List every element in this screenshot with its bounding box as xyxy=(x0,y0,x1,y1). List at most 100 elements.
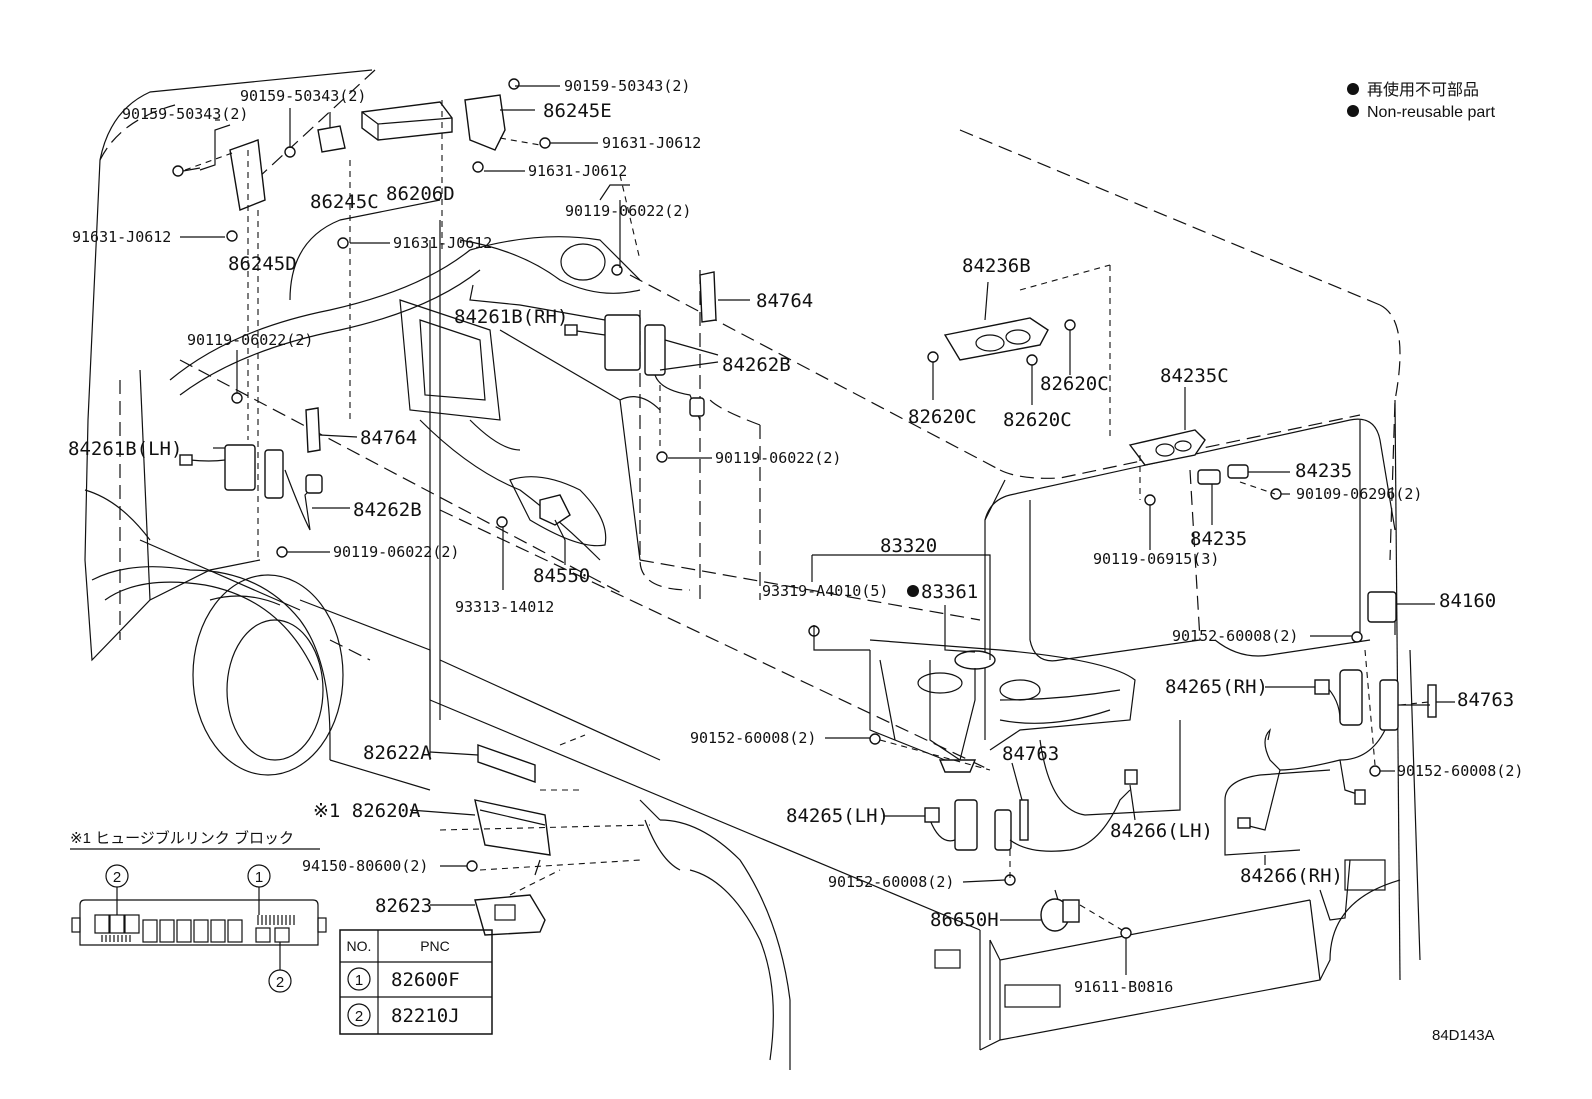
pnc-table-header-pnc: PNC xyxy=(420,938,450,954)
label-90119-06915: 90119-06915(3) xyxy=(1093,550,1219,568)
label-84235c: 84235C xyxy=(1160,365,1229,387)
label-84261b-rh: 84261B(RH) xyxy=(454,306,568,328)
label-93319-a4010: 93319-A4010(5) xyxy=(762,582,888,600)
label-91631-j0612-b: 91631-J0612 xyxy=(528,162,627,180)
label-90119-06022-left: 90119-06022(2) xyxy=(187,331,313,349)
label-90152-60008-upper-right: 90152-60008(2) xyxy=(1172,627,1298,645)
pnc-table-row-1-no: 1 xyxy=(355,972,363,989)
connector-84265-lh[interactable] xyxy=(954,799,978,851)
label-84160: 84160 xyxy=(1439,590,1496,612)
label-84262b-lh: 84262B xyxy=(353,499,422,521)
connector-84265-rh[interactable] xyxy=(1339,669,1363,726)
label-83361: 83361 xyxy=(921,581,978,603)
handle-84764-upper[interactable] xyxy=(699,271,717,323)
label-90119-06022-top: 90119-06022(2) xyxy=(565,202,691,220)
label-91611-b0816: 91611-B0816 xyxy=(1074,978,1173,996)
switch-84261b-rh[interactable] xyxy=(604,314,641,371)
label-82620c-left: 82620C xyxy=(908,406,977,428)
label-84266-rh: 84266(RH) xyxy=(1240,865,1343,887)
parts-layer xyxy=(172,78,1437,939)
pnc-table-header-no: NO. xyxy=(347,938,372,954)
label-90152-60008-right: 90152-60008(2) xyxy=(1397,762,1523,780)
fuse-marker-2-top-text: 2 xyxy=(113,869,121,886)
label-90152-60008-bottom: 90152-60008(2) xyxy=(828,873,954,891)
label-90152-60008-left: 90152-60008(2) xyxy=(690,729,816,747)
pnc-table: NO. PNC 1 82600F 2 82210J xyxy=(339,929,493,1035)
handle-84764-lower[interactable] xyxy=(305,407,321,453)
label-84763-left: 84763 xyxy=(1002,743,1059,765)
pnc-table-row-1-pnc: 82600F xyxy=(391,969,460,991)
label-86245d: 86245D xyxy=(228,253,297,275)
bracket-86245c[interactable] xyxy=(317,125,346,153)
label-82620a: ※1 82620A xyxy=(313,800,421,822)
switch-84550[interactable] xyxy=(539,494,571,526)
label-84266-lh: 84266(LH) xyxy=(1110,820,1213,842)
label-84265-lh: 84265(LH) xyxy=(786,805,889,827)
fuse-block-inset: ※1 ヒュージブルリンク ブロック 2 1 2 xyxy=(70,829,327,993)
label-91631-j0612-d: 91631-J0612 xyxy=(393,234,492,252)
label-94150-80600: 94150-80600(2) xyxy=(302,857,428,875)
lamp-84236b[interactable] xyxy=(943,317,1049,361)
gauge-83361[interactable] xyxy=(954,650,996,670)
part-labels: 90159-50343(2) 90159-50343(2) 90159-5034… xyxy=(68,77,1523,996)
leader-lines xyxy=(180,85,1455,975)
label-86245e: 86245E xyxy=(543,100,612,122)
switch-84262b-lh[interactable] xyxy=(264,449,284,499)
switch-84160[interactable] xyxy=(1367,591,1397,623)
bracket-86245e[interactable] xyxy=(464,94,506,151)
label-90159-50343-top-right: 90159-50343(2) xyxy=(564,77,690,95)
label-82622a: 82622A xyxy=(363,742,432,764)
label-84235-lower: 84235 xyxy=(1190,528,1247,550)
label-90159-50343-top-mid: 90159-50343(2) xyxy=(240,87,366,105)
label-84764-lower: 84764 xyxy=(360,427,417,449)
legend-bullet-1 xyxy=(1347,83,1359,95)
label-90109-06296: 90109-06296(2) xyxy=(1296,485,1422,503)
block-82620a[interactable] xyxy=(474,799,551,856)
label-90159-50343-left: 90159-50343(2) xyxy=(122,105,248,123)
label-84262b-rh: 84262B xyxy=(722,354,791,376)
legend-line-en: Non-reusable part xyxy=(1367,104,1496,121)
non-reusable-marker xyxy=(907,585,919,597)
label-84764-upper: 84764 xyxy=(756,290,813,312)
label-83320: 83320 xyxy=(880,535,937,557)
label-84265-rh: 84265(RH) xyxy=(1165,676,1268,698)
legend-bullet-2 xyxy=(1347,105,1359,117)
label-84550: 84550 xyxy=(533,565,590,587)
fuse-block-title: ※1 ヒュージブルリンク ブロック xyxy=(70,829,294,847)
lamp-84235c[interactable] xyxy=(1128,429,1206,466)
fuse-marker-2-bottom-text: 2 xyxy=(276,974,284,991)
label-90119-06022-mid: 90119-06022(2) xyxy=(715,449,841,467)
socket-84235-b[interactable] xyxy=(1227,464,1249,479)
lens-84763-rh[interactable] xyxy=(1427,684,1437,718)
label-86245c: 86245C xyxy=(310,191,379,213)
cover-82622a[interactable] xyxy=(477,744,536,783)
label-91631-j0612-c: 91631-J0612 xyxy=(72,228,171,246)
label-82623: 82623 xyxy=(375,895,432,917)
label-91631-j0612-a: 91631-J0612 xyxy=(602,134,701,152)
pnc-table-row-2-pnc: 82210J xyxy=(391,1005,460,1027)
label-90119-06022-bottom: 90119-06022(2) xyxy=(333,543,459,561)
socket-84235-a[interactable] xyxy=(1197,469,1221,485)
vehicle-body-outline xyxy=(84,69,1421,1070)
label-86206d: 86206D xyxy=(386,183,455,205)
fuse-slots xyxy=(94,914,295,943)
cover-82623[interactable] xyxy=(474,894,546,936)
label-86650h: 86650H xyxy=(930,909,999,931)
lens-84763-lh[interactable] xyxy=(1019,799,1029,841)
figure-code: 84D143A xyxy=(1432,1027,1495,1044)
label-82620c-mid: 82620C xyxy=(1003,409,1072,431)
pnc-table-row-2-no: 2 xyxy=(355,1008,363,1025)
label-82620c-right: 82620C xyxy=(1040,373,1109,395)
legend: 再使用不可部品 Non-reusable part xyxy=(1347,81,1496,121)
label-84235-upper: 84235 xyxy=(1295,460,1352,482)
label-84763-right: 84763 xyxy=(1457,689,1514,711)
legend-line-jp: 再使用不可部品 xyxy=(1367,81,1479,99)
switch-84262b-rh[interactable] xyxy=(644,324,666,376)
label-84236b: 84236B xyxy=(962,255,1031,277)
label-84261b-lh: 84261B(LH) xyxy=(68,438,182,460)
switch-84261b-lh[interactable] xyxy=(224,444,256,491)
label-93313-14012: 93313-14012 xyxy=(455,598,554,616)
module-86206d[interactable] xyxy=(361,101,453,141)
